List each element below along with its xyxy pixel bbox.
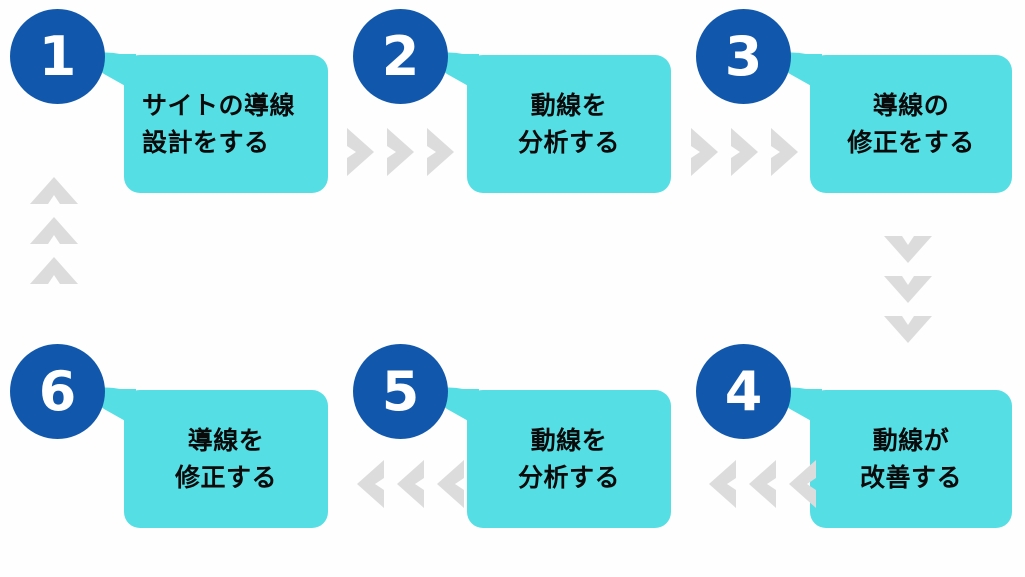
step-3-bubble: 導線の 修正をする	[776, 52, 1012, 193]
chevron-left-icon	[397, 460, 424, 508]
step-6-number: 6	[38, 359, 77, 423]
chevron-right-icon	[347, 128, 374, 176]
step-5-line-1: 動線を	[530, 426, 608, 455]
step-6-line-2: 修正する	[174, 463, 277, 492]
chevron-up-icon	[30, 257, 78, 284]
step-4-number: 4	[724, 359, 763, 423]
step-4-number-badge: 4	[696, 344, 791, 439]
chevron-left-icon	[749, 460, 776, 508]
chevron-right-icon	[387, 128, 414, 176]
chevron-left-icon	[437, 460, 464, 508]
step-4-bubble: 動線が 改善する	[776, 387, 1012, 528]
step-2-number: 2	[381, 24, 420, 88]
step-6-bubble: 導線を 修正する	[90, 387, 328, 528]
chevron-up-icon	[30, 177, 78, 204]
step-3-line-2: 修正をする	[847, 128, 975, 157]
step-5-number-badge: 5	[353, 344, 448, 439]
arrow-step6-to-step1	[28, 168, 80, 288]
step-3-number: 3	[724, 24, 763, 88]
step-6-line-1: 導線を	[187, 426, 265, 455]
step-1-bubble: サイトの導線 設計をする	[90, 52, 328, 193]
arrow-step4-to-step5	[700, 458, 820, 510]
step-6-number-badge: 6	[10, 344, 105, 439]
chevron-left-icon	[789, 460, 816, 508]
chevron-left-icon	[709, 460, 736, 508]
chevron-left-icon	[357, 460, 384, 508]
step-4-line-2: 改善する	[859, 463, 962, 492]
step-5-line-2: 分析する	[517, 463, 620, 492]
step-2-bubble: 動線を 分析する	[433, 52, 671, 193]
chevron-right-icon	[691, 128, 718, 176]
chevron-right-icon	[427, 128, 454, 176]
chevron-down-icon	[884, 276, 932, 303]
chevron-up-icon	[30, 217, 78, 244]
step-2-number-badge: 2	[353, 9, 448, 104]
chevron-right-icon	[731, 128, 758, 176]
step-4-line-1: 動線が	[872, 426, 950, 455]
step-5-bubble: 動線を 分析する	[433, 387, 671, 528]
step-1-number: 1	[38, 24, 77, 88]
chevron-down-icon	[884, 236, 932, 263]
arrow-step2-to-step3	[687, 126, 807, 178]
step-1-line-2: 設計をする	[142, 128, 270, 157]
step-2-line-2: 分析する	[517, 128, 620, 157]
arrow-step5-to-step6	[348, 458, 468, 510]
chevron-down-icon	[884, 316, 932, 343]
step-2-line-1: 動線を	[530, 91, 608, 120]
chevron-right-icon	[771, 128, 798, 176]
step-5-number: 5	[381, 359, 420, 423]
step-3-line-1: 導線の	[872, 91, 950, 120]
arrow-step3-to-step4	[882, 232, 934, 352]
step-1-number-badge: 1	[10, 9, 105, 104]
step-1-line-1: サイトの導線	[142, 91, 296, 120]
step-3-number-badge: 3	[696, 9, 791, 104]
arrow-step1-to-step2	[343, 126, 463, 178]
